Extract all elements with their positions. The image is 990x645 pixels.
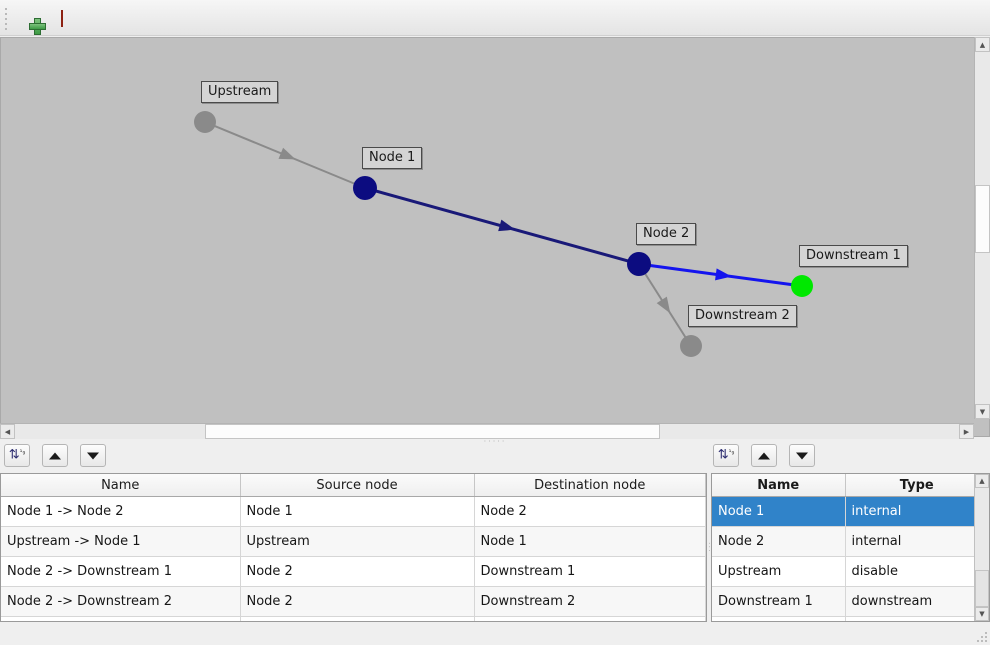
nodes-toolbar: ⇅¹₉ [713,444,822,467]
nodes-scroll-thumb[interactable] [975,570,989,607]
remove-node-button[interactable] [49,6,75,30]
canvas-horizontal-scrollbar[interactable]: ◀ ▶ [0,423,974,439]
cell-empty [845,616,989,621]
cell-type[interactable]: internal [845,496,989,527]
column-header-name[interactable]: Name [1,474,241,497]
horizontal-scroll-thumb[interactable] [205,424,660,439]
cell-name[interactable]: Upstream [712,556,846,587]
node-label-upstream[interactable]: Upstream [201,81,279,103]
cell-empty [712,616,846,621]
cell-source[interactable]: Node 2 [240,586,475,617]
scroll-right-arrow-icon[interactable]: ▶ [959,424,974,439]
vertical-scroll-thumb[interactable] [975,185,990,253]
arrow-up-icon [758,452,771,459]
node-label-downstream1[interactable]: Downstream 1 [799,245,908,267]
toolbar-drag-handle[interactable] [5,8,9,30]
add-node-button[interactable] [16,6,46,35]
column-header-destination-node[interactable]: Destination node [474,474,706,497]
status-bar [0,623,990,645]
cell-name[interactable]: Node 2 -> Downstream 2 [1,586,241,617]
nodes-move-up-button[interactable] [751,444,778,467]
cell-type[interactable]: internal [845,526,989,557]
node-label-node1[interactable]: Node 1 [362,147,423,169]
cell-name[interactable]: Node 2 [712,526,846,557]
splitter-grip-icon: ····· [483,437,507,446]
table-row-empty[interactable] [1,616,706,621]
minus-icon [61,9,63,27]
canvas-vertical-scrollbar[interactable]: ▲ ▼ [974,37,990,419]
arrow-down-icon [87,452,100,459]
cell-destination[interactable]: Node 1 [474,526,706,557]
edge-arrowhead-node2-downstream2 [656,296,671,314]
cell-source[interactable]: Node 2 [240,556,475,587]
column-header-name[interactable]: Name [712,474,846,497]
node-label-node2[interactable]: Node 2 [636,223,697,245]
cell-type[interactable]: downstream [845,586,989,617]
cell-name[interactable]: Upstream -> Node 1 [1,526,241,557]
scroll-up-arrow-icon[interactable]: ▲ [975,37,990,52]
cell-empty [474,616,706,621]
scroll-down-arrow-icon[interactable]: ▼ [975,607,989,621]
cell-empty [240,616,475,621]
scroll-up-arrow-icon[interactable]: ▲ [975,474,989,488]
sort-icon: ⇅¹₉ [8,447,26,462]
cell-name[interactable]: Node 1 [712,496,846,527]
edge-arrowhead-upstream-node1 [278,147,296,160]
cell-destination[interactable]: Node 2 [474,496,706,527]
toolbar [0,0,990,36]
cell-source[interactable]: Upstream [240,526,475,557]
nodes-table-scrollbar[interactable]: ▲ ▼ [974,474,989,621]
cell-type[interactable]: disable [845,556,989,587]
column-header-type[interactable]: Type [845,474,989,497]
edge-arrowhead-node1-node2 [498,219,516,232]
cell-name[interactable]: Downstream 1 [712,586,846,617]
nodes-sort-button[interactable]: ⇅¹₉ [713,444,739,467]
arrow-down-icon [796,452,809,459]
scroll-left-arrow-icon[interactable]: ◀ [0,424,15,439]
graph-svg [194,111,813,357]
horizontal-splitter[interactable]: ····· [0,437,990,446]
arrow-up-icon [49,452,62,459]
table-row-empty[interactable] [712,616,989,621]
splitter-grip-icon: ··· [704,542,714,553]
graph-node-downstream1[interactable] [791,275,813,297]
edges-move-up-button[interactable] [42,444,69,467]
window-resize-grip[interactable] [977,632,987,642]
graph-node-downstream2[interactable] [680,335,702,357]
cell-destination[interactable]: Downstream 2 [474,586,706,617]
edges-sort-button[interactable]: ⇅¹₉ [4,444,30,467]
node-label-downstream2[interactable]: Downstream 2 [688,305,797,327]
edge-arrowhead-node2-downstream1 [715,268,732,281]
cell-name[interactable]: Node 1 -> Node 2 [1,496,241,527]
nodes-move-down-button[interactable] [789,444,816,467]
cell-source[interactable]: Node 1 [240,496,475,527]
graph-node-node2[interactable] [627,252,651,276]
graph-node-node1[interactable] [353,176,377,200]
cell-destination[interactable]: Downstream 1 [474,556,706,587]
graph-node-upstream[interactable] [194,111,216,133]
cell-empty [1,616,241,621]
edges-toolbar: ⇅¹₉ [4,444,113,467]
vertical-splitter[interactable]: ··· [704,473,714,622]
scroll-down-arrow-icon[interactable]: ▼ [975,404,990,419]
edges-move-down-button[interactable] [80,444,107,467]
sort-icon: ⇅¹₉ [717,447,735,462]
cell-name[interactable]: Node 2 -> Downstream 1 [1,556,241,587]
column-header-source-node[interactable]: Source node [240,474,475,497]
